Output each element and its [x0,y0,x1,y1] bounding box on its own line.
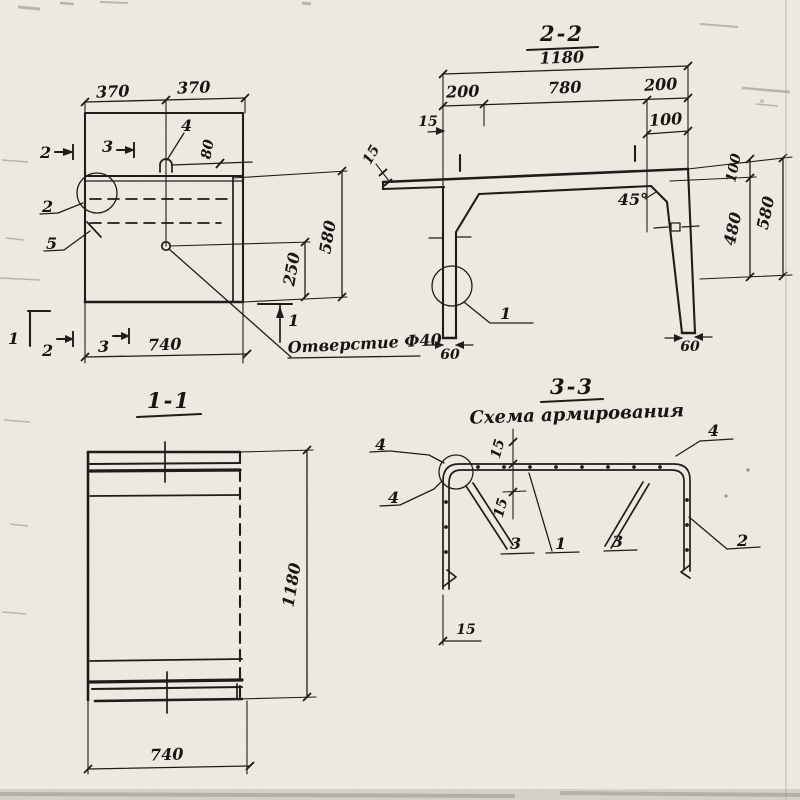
s22-dim-200-780-200: 200 780 200 [438,65,693,233]
s22-dim-60-right: 60 [680,339,700,355]
plan-mark-1-bottom: 1 [8,329,19,348]
plan-dim-370-right: 370 [177,77,211,97]
s22-dim-200-right: 200 [643,74,678,95]
plan-mark-2-bottom: 2 [41,341,53,360]
s11-outline [86,441,244,714]
s22-dim-60-left: 60 [440,347,460,363]
plan-mark-2-detail: 2 [41,197,53,216]
section-2-2-title: 2-2 [539,21,584,46]
section-1-1-title: 1-1 [147,388,191,413]
plan-mark-2-top: 2 [39,143,51,162]
s22-mark-1: 1 [500,304,511,323]
s22-dim-200-left: 200 [445,81,480,101]
s22-dim-1180: 1180 [539,47,584,68]
s11-dim-740: 740 [150,744,184,764]
plan-dim-370-left: 370 [96,81,130,101]
plan-dim-80: 80 [198,138,217,160]
plan-dim-370: 370 370 [80,77,250,247]
plan-mark-1-right: 1 [288,311,299,330]
plan-lifting-loop: 4 80 [159,116,253,173]
s22-dim-100-top: 100 [648,109,683,130]
s33-dim-15-top: 15 [488,437,508,460]
s22-dim-60-right: 60 [664,333,713,355]
s22-dim-15-left: 15 [418,114,445,135]
s33-rebar-cage [438,454,691,590]
plan-section-marks-bottom: 1 2 3 1 [8,302,299,360]
s33-dims-15: 15 15 15 [438,428,527,646]
section-1-1: 1-1 1180 [83,388,317,775]
plan-mark-4: 4 [181,116,192,135]
section-3-3-title: 3-3 [550,374,594,399]
plan-dim-740: 740 [80,301,252,364]
plan-mark-3-top: 3 [102,137,113,156]
s22-dim-780: 780 [548,77,582,97]
section-3-3: 3-3 Схема армирования [369,374,761,646]
s22-dim-100-right: 100 [723,152,745,184]
s22-angle-45: 45° [618,190,648,209]
plan-section-marks-top: 2 3 [39,137,136,162]
s22-dim-1180: 1180 [438,47,693,79]
plan-mark-5: 5 [46,234,57,253]
plan-dim-740: 740 [148,334,182,354]
s22-dim-60-left: 60 [425,341,474,363]
s11-dim-1180: 1180 [236,445,317,702]
plan-view: 370 370 2 3 4 80 2 5 [8,77,442,364]
s11-dim-740: 740 [83,699,255,775]
s33-bar-1: 1 [555,534,566,553]
plan-mark-3-bottom: 3 [98,337,109,356]
s22-body-outline [381,144,700,340]
s33-bar-labels: 4 4 4 3 1 3 2 [369,421,761,555]
plan-outline [83,111,245,304]
s33-bar-3-right: 3 [612,532,623,551]
s22-dim-15: 15 [418,114,437,130]
s33-bar-3-left: 3 [510,534,521,553]
s33-bar-4-b: 4 [388,488,399,507]
s33-dim-15-mid: 15 [491,496,511,519]
s33-bar-4-c: 4 [708,421,719,440]
section-2-2: 2-2 1180 200 780 200 100 [360,21,793,363]
plan-detail-circle: 2 5 [39,172,118,253]
s33-dim-15-bottom: 15 [456,622,475,638]
s33-bar-4-a: 4 [375,435,386,454]
s22-dim-100-top: 100 [642,109,693,139]
s33-bar-2: 2 [736,531,748,550]
s22-angle-note: 45° [618,190,657,209]
s33-stirrup-dots [444,465,689,554]
s22-detail-circle: 1 [431,265,534,324]
